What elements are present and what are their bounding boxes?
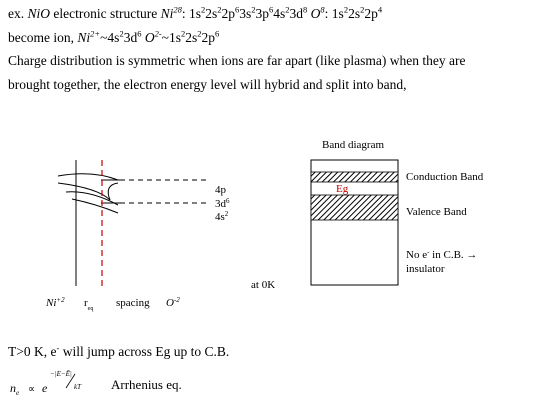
arrhenius-equation: ne ∝ e −|E−Ē| kT Arrhenius eq. — [10, 370, 182, 397]
band-diagram-title: Band diagram — [322, 139, 384, 151]
level-label-4p: 4p — [215, 184, 227, 196]
valence-band-label: Valence Band — [406, 206, 467, 218]
level-curve-middle — [57, 182, 119, 201]
axis-ni-label: Ni+2 — [45, 296, 65, 309]
jump-across-line: T>0 K, e- will jump across Eg up to C.B. — [8, 343, 229, 359]
band-split-line: brought together, the electron energy le… — [8, 77, 407, 92]
level-curve-upper — [57, 173, 119, 181]
insulator-note-line1: No e- in C.B. → — [406, 248, 477, 261]
arrhenius-label: Arrhenius eq. — [111, 377, 182, 392]
energy-level-diagram: 4p 3d6 4s2 at 0K Ni+2 req spacing O-2 — [45, 160, 275, 312]
exp-numerator: −|E−Ē| — [50, 370, 72, 378]
axis-o-label: O-2 — [166, 296, 180, 309]
conduction-band — [310, 171, 399, 183]
band-frame — [310, 159, 399, 286]
exp-slash — [65, 373, 76, 389]
charge-distribution-line: Charge distribution is symmetric when io… — [8, 53, 466, 68]
axis-req-label: req — [84, 297, 93, 312]
exp-denominator: kT — [74, 383, 82, 391]
insulator-note-line2: insulator — [406, 263, 445, 275]
ion-structure-line: become ion, Ni2+~4s23d6 O2-~1s22s22p6 — [8, 28, 220, 45]
electronic-structure-line: ex. NiO electronic structure Ni28: 1s22s… — [8, 4, 383, 21]
ne-symbol: ne — [10, 381, 19, 397]
level-label-4s: 4s2 — [215, 210, 229, 223]
conduction-band-label: Conduction Band — [406, 171, 484, 183]
band-gap-label: Eg — [336, 183, 349, 195]
exp-base: e — [42, 381, 48, 395]
temperature-label: at 0K — [251, 279, 275, 291]
valence-band — [310, 194, 399, 221]
band-diagram: Band diagram Eg Conduction Band Valence … — [310, 139, 484, 286]
axis-spacing-label: spacing — [116, 297, 150, 309]
proportional-symbol: ∝ — [28, 384, 35, 395]
level-label-3d: 3d6 — [215, 197, 230, 210]
